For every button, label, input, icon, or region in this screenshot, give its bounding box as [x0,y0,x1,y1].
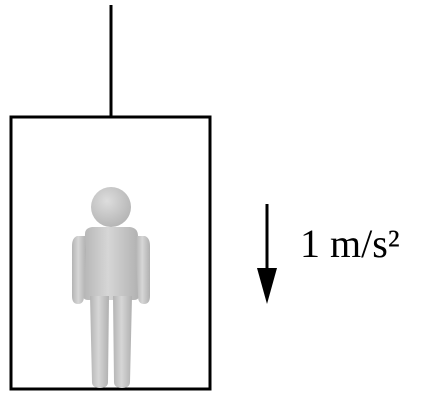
acceleration-arrow-icon [257,204,277,304]
person-icon [72,187,150,388]
acceleration-label: 1 m/s² [300,221,400,266]
elevator-car [9,115,212,391]
